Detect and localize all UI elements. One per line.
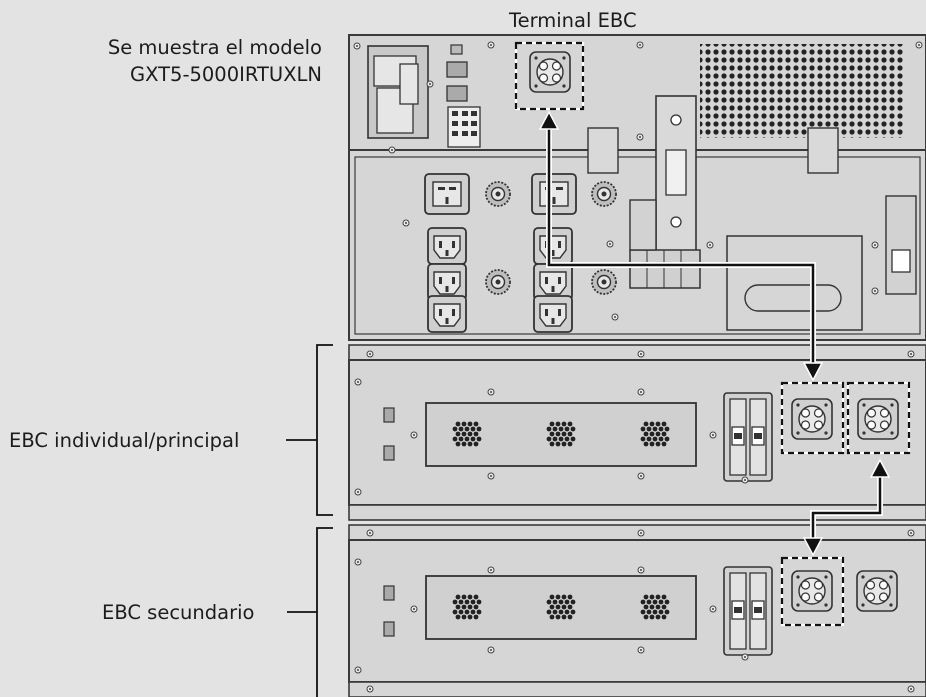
ebc-cable-primary [546,128,816,365]
model-note-line2: GXT5-5000IRTUXLN [130,63,322,86]
ebc-connector-icon [856,570,898,612]
arrow-icon [538,110,824,382]
communication-card [367,44,481,148]
ebc-connector-icon [529,51,571,93]
model-note: Se muestra el modelo GXT5-5000IRTUXLN [0,34,322,88]
vent-grille-icon [700,44,905,138]
ebc-connector-icon [791,570,833,612]
ebc-secondary-label: EBC secundario [102,601,255,624]
ebc-primary-unit [348,344,926,521]
ebc-secondary-unit [348,524,926,697]
c20-outlet-icon [424,173,470,215]
arrow-icon [802,458,891,557]
ebc-primary-label: EBC individual/principal [9,429,240,452]
c20-outlet-icon [531,173,577,215]
bracket-ebc-secondary [287,527,333,697]
ebc-cable-secondary [810,476,883,540]
terminal-ebc-label: Terminal EBC [509,9,637,32]
ebc-connector-icon [791,398,833,440]
highlight-frames [514,41,911,627]
ebc-connector-icon [857,398,899,440]
model-note-line1: Se muestra el modelo [107,36,322,59]
breaker-icon [629,195,917,295]
bracket-ebc-primary [286,344,333,516]
blank-plate [726,235,863,331]
mount-bracket [587,95,839,257]
terminal-block [629,249,701,289]
